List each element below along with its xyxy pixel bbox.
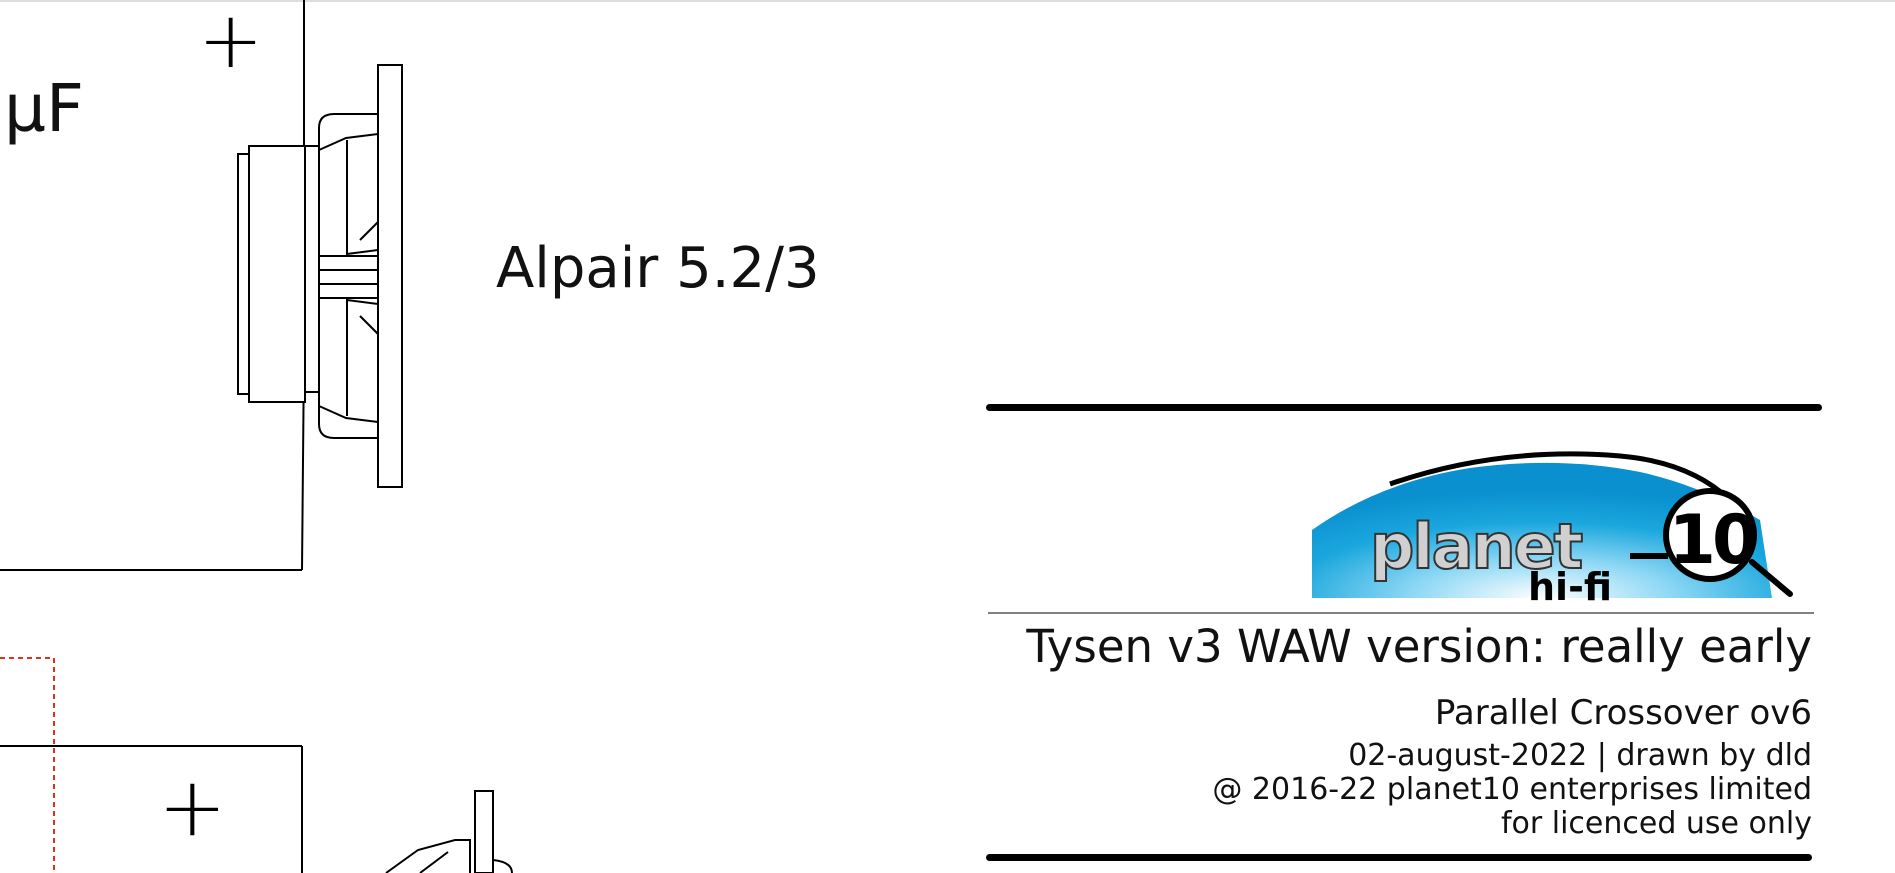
driver-lower-fragment <box>385 790 513 873</box>
planet10-logo: 10 planet hi-fi <box>1312 451 1793 609</box>
logo-wordmark: planet <box>1370 510 1583 583</box>
licence-line: for licenced use only <box>1500 806 1812 841</box>
title-rule-bottom <box>986 854 1812 861</box>
project-title: Tysen v3 WAW version: really early <box>1026 620 1812 673</box>
drawing-title: Parallel Crossover ov6 <box>1434 693 1812 733</box>
logo-number: 10 <box>1669 501 1757 580</box>
dashed-component-box <box>0 657 55 873</box>
plus-polarity-top: + <box>198 0 264 86</box>
driver-model-label: Alpair 5.2/3 <box>496 236 820 301</box>
copyright-line: @ 2016-22 planet10 enterprises limited <box>1212 772 1812 807</box>
lower-wiring <box>0 745 303 873</box>
plus-polarity-bottom: + <box>158 760 227 855</box>
date-author-line: 02-august-2022 | drawn by dld <box>1348 738 1812 773</box>
capacitor-unit-label: µF <box>4 70 84 147</box>
logo-subtext: hi-fi <box>1528 565 1612 609</box>
title-rule-top <box>986 404 1822 411</box>
driver-alpair-symbol <box>237 64 403 488</box>
